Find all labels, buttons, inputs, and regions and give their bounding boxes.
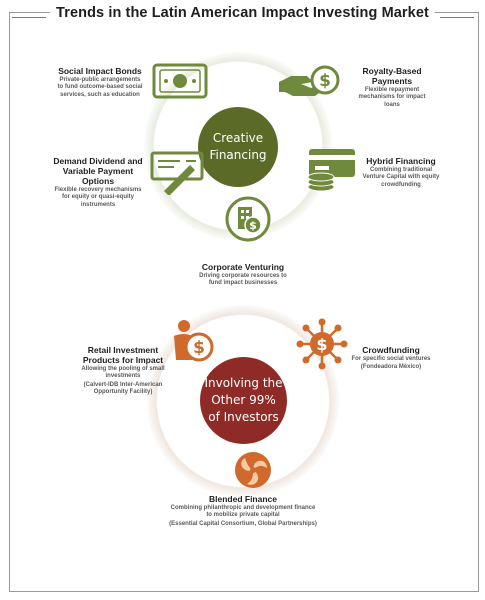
royalty-title: Royalty-Based Payments	[362, 66, 422, 86]
person-dollar-icon: $	[174, 320, 214, 362]
social-impact-bonds-item: Social Impact Bonds Private-public arran…	[56, 66, 144, 99]
retail-item: Retail Investment Products for Impact Al…	[74, 345, 172, 396]
demand-dividend-desc: Flexible recovery mechanisms for equity …	[54, 187, 142, 208]
svg-text:$: $	[193, 338, 205, 358]
blended-desc: Combining philanthropic and development …	[170, 505, 316, 519]
hybrid-desc: Combining traditional Venture Capital wi…	[362, 167, 440, 188]
crowdfunding-example: (Fondeadora México)	[360, 364, 422, 371]
creative-financing-hub: Creative Financing	[198, 107, 278, 187]
investors-hub-label: Involving the Other 99% of Investors	[204, 376, 283, 424]
title-rule-left	[12, 17, 46, 18]
corporate-title: Corporate Venturing	[201, 262, 285, 272]
svg-text:$: $	[316, 335, 327, 354]
building-dollar-icon: $	[225, 196, 271, 242]
creative-financing-label: Creative Financing	[209, 131, 267, 162]
svg-text:$: $	[319, 71, 331, 91]
swirl-icon	[235, 452, 271, 488]
page-title: Trends in the Latin American Impact Inve…	[50, 5, 435, 21]
hand-dollar-coin-icon: $	[279, 65, 340, 96]
social-impact-bonds-title: Social Impact Bonds	[58, 66, 142, 76]
crowdfunding-item: Crowdfunding For specific social venture…	[345, 345, 437, 372]
banknote-icon	[152, 63, 208, 99]
svg-text:$: $	[249, 219, 257, 232]
retail-title: Retail Investment Products for Impact	[82, 345, 164, 365]
crowdfunding-title: Crowdfunding	[362, 345, 420, 355]
corporate-item: Corporate Venturing Driving corporate re…	[198, 262, 288, 288]
hybrid-title: Hybrid Financing	[366, 156, 436, 166]
card-coins-icon	[307, 149, 355, 192]
investors-hub: Involving the Other 99% of Investors	[200, 357, 287, 444]
royalty-item: Royalty-Based Payments Flexible repaymen…	[352, 66, 432, 109]
check-pen-icon	[150, 151, 204, 195]
crowdfunding-desc: For specific social ventures	[351, 356, 431, 362]
blended-title: Blended Finance	[208, 494, 277, 504]
demand-dividend-item: Demand Dividend and Variable Payment Opt…	[50, 156, 146, 209]
hybrid-item: Hybrid Financing Combining traditional V…	[362, 156, 440, 189]
blended-item: Blended Finance Combining philanthropic …	[163, 494, 323, 528]
title-wrap: Trends in the Latin American Impact Inve…	[0, 4, 485, 22]
blended-example: (Essential Capital Consortium, Global Pa…	[169, 520, 317, 527]
title-rule-right	[440, 17, 474, 18]
network-dollar-icon: $	[296, 318, 348, 370]
retail-example: (Calvert-IDB Inter-American Opportunity …	[83, 381, 163, 395]
social-impact-bonds-desc: Private-public arrangements to fund outc…	[57, 77, 143, 98]
royalty-desc: Flexible repayment mechanisms for impact…	[358, 87, 426, 108]
demand-dividend-title: Demand Dividend and Variable Payment Opt…	[53, 156, 143, 186]
retail-desc: Allowing the pooling of small investment…	[81, 366, 165, 380]
corporate-desc: Driving corporate resources to fund impa…	[199, 273, 287, 287]
